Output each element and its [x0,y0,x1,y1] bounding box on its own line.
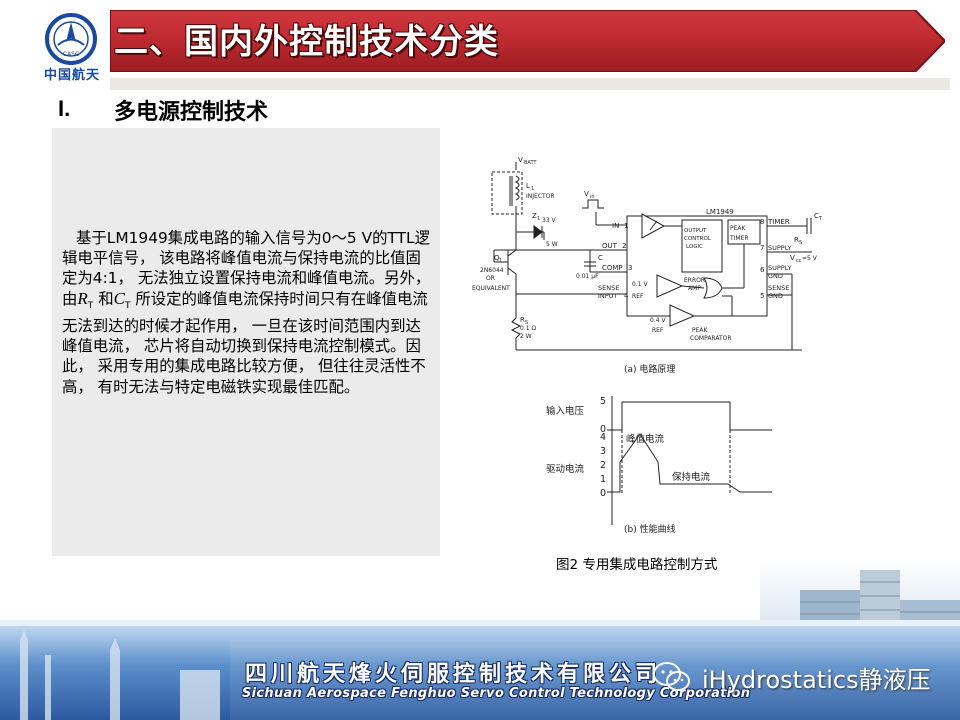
pin-out-no: 2 [622,242,626,250]
q1-part: 2N6044 [480,267,504,274]
wave-drive-tick-3: 3 [600,446,606,457]
section-title: 多电源控制技术 [114,100,269,125]
pin-comp: COMP [602,264,623,272]
pin-timer: TIMER [767,218,790,226]
vcc-sub: cc [796,258,802,264]
pin-timer-no: 8 [760,218,764,226]
error-amp-2: AMP [688,285,701,292]
wave-drive-tick-4: 4 [600,432,606,443]
q1-label: Q [494,254,500,262]
output-block-2: CONTROL [684,236,712,242]
pin-sense-gnd-no: 5 [760,292,764,300]
logo-text: 中国航天 [43,68,100,83]
z1-val1: 33 V [542,217,557,224]
pin-supply-gnd-2: GND [768,272,783,280]
q1-equiv: EQUIVALENT [472,285,510,292]
ref-label: REF [632,293,644,300]
error-amp-1: ERROR [684,277,705,284]
page-title: 二、国内外控制技术分类 [114,22,499,62]
output-block-1: OUTPUT [684,228,707,234]
rsense-label: R [520,316,525,324]
ct-label: C [814,212,819,220]
wave-drive-tick-0: 0 [600,488,606,499]
r-subscript: T [87,300,94,311]
pin-comp-no: 3 [628,264,632,272]
wave-drive-tick-1: 1 [600,474,606,485]
ref-04-label: REF [652,327,664,334]
pin-supply: SUPPLY [768,244,791,252]
wave-caption: (b) 性能曲线 [624,523,676,535]
ref-04: 0.4 V [650,317,666,324]
pin-sense-gnd-1: SENSE [768,284,789,292]
vin-sub: in [590,194,595,200]
wave-input-tick0: 0 [600,424,606,435]
figure-caption: 图2 专用集成电路控制方式 [556,557,718,573]
peak-timer-1: PEAK [730,225,747,232]
vin-label: V [584,190,589,198]
l1-label: L [526,182,530,190]
peak-timer-2: TIMER [729,235,749,242]
footer-banner [0,620,960,720]
rsense-val2: 2 W [520,333,532,340]
section-number: I. [58,96,71,121]
sense-input-2: INPUT [598,292,617,300]
body-paragraph: 基于LM1949集成电路的输入信号为0～5 V的TTL逻辑电平信号， 该电路将峰… [62,228,434,397]
body-seg2: 所设定的峰值电流保持时间只有在峰值电流无法到达的时候才起作用， 一旦在该时间范围… [62,289,428,396]
z1-val2: 5 W [546,241,558,248]
peak-comp-2: COMPARATOR [690,335,732,342]
pin-supply-no: 7 [760,244,764,252]
pin-in: IN [612,222,619,230]
footer-company-en: Sichuan Aerospace Fenghuo Servo Control … [242,686,751,701]
vbatt-sub: BATT [524,160,537,166]
ct-sub: T [818,216,822,222]
ref-01: 0.1 V [632,281,648,288]
z1-label: Z [532,212,537,220]
wechat-icon [653,662,690,691]
watermark-text: iHydrostatics静液压 [702,666,931,694]
q1-or: OR [486,275,495,282]
c-subscript: T [124,300,131,311]
injector-label: INJECTOR [526,193,555,200]
circuit-figure: V BATT L 1 INJECTOR V in Z 1 33 V 5 W Q … [472,156,822,535]
sense-input-no: 4 [624,292,629,300]
pin-supply-gnd-1: SUPPLY [768,264,791,272]
pin-sense-gnd-2: GND [768,292,783,300]
vbatt-label: V [518,156,523,164]
l1-sub: 1 [531,186,534,192]
body-seg1: 基于LM1949集成电路的输入信号为0～5 V的TTL逻辑电平信号， 该电路将峰… [62,229,431,308]
wave-drive-label: 驱动电流 [546,463,585,475]
peak-comp-1: PEAK [692,327,709,334]
logo-ring-text: CASC [63,51,79,58]
text-panel [52,128,440,556]
wave-input-label: 输入电压 [546,405,585,417]
wave-hold-label: 保持电流 [672,471,711,483]
z1-sub: 1 [537,216,540,222]
vcc-val: =5 V [802,255,818,262]
casc-logo-icon: CASC [45,13,97,65]
pin-out: OUT [602,242,618,250]
c-symbol: C [113,288,125,308]
title-underline [110,78,950,90]
comp-cap-val: 0.01 μF [576,273,599,280]
r-symbol: R [77,288,88,308]
vcc-label: V [790,254,795,262]
output-block-3: LOGIC [686,244,703,250]
comp-cap: C [598,254,603,262]
and-text: 和 [93,289,114,308]
wave-drive-tick-2: 2 [600,460,606,471]
wave-input-tick: 5 [600,396,606,407]
chip-name: LM1949 [706,208,734,216]
sense-input-1: SENSE [598,284,619,292]
title-banner [110,10,945,72]
pin-in-no: 1 [624,222,628,230]
circuit-caption: (a) 电路原理 [624,363,675,375]
wave-peak-label: 峰值电流 [626,433,665,445]
rs-sub: S [799,240,802,246]
rs-label: R [794,236,799,244]
rsense-sub: S [525,320,528,326]
q1-sub: 1 [499,258,502,264]
pin-supply-gnd-no: 6 [760,266,765,274]
footer-company-cn: 四川航天烽火伺服控制技术有限公司 [245,662,662,687]
rsense-val1: 0.1 Ω [520,325,536,332]
